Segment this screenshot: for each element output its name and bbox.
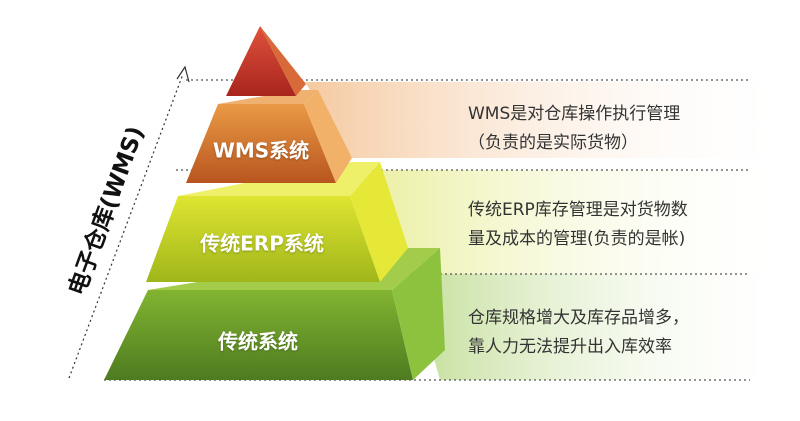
description-line: 传统ERP库存管理是对货物数	[468, 200, 688, 220]
description-erp: 传统ERP库存管理是对货物数 量及成本的管理(负责的是帐)	[468, 196, 688, 254]
description-base: 仓库规格增大及库存品增多， 靠人力无法提升出入库效率	[468, 304, 689, 362]
layer-label-erp: 传统ERP系统	[200, 231, 324, 256]
description-line: 靠人力无法提升出入库效率	[468, 337, 672, 357]
layer-top	[226, 26, 306, 96]
axis-arrow	[68, 65, 190, 379]
band-base	[410, 274, 800, 380]
layer-label-base: 传统系统	[218, 329, 298, 354]
layer-label-wms: WMS系统	[212, 138, 310, 163]
description-line: 仓库规格增大及库存品增多，	[468, 308, 689, 328]
band-erp	[352, 170, 800, 274]
description-line: 量及成本的管理(负责的是帐)	[468, 229, 686, 249]
layer-wms	[186, 90, 352, 183]
description-line: WMS是对仓库操作执行管理	[468, 104, 681, 124]
band-wms	[305, 82, 800, 158]
description-line: （负责的是实际货物）	[468, 133, 638, 153]
description-wms: WMS是对仓库操作执行管理 （负责的是实际货物）	[468, 100, 680, 158]
